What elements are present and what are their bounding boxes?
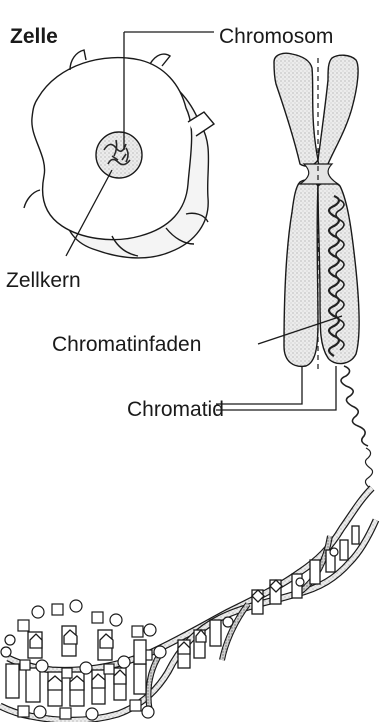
chromatid-right-lower [318, 182, 359, 364]
nucleus [96, 132, 142, 178]
chromatid-left-upper [274, 53, 318, 166]
cell-illustration [24, 32, 214, 258]
label-nucleus: Zellkern [6, 270, 81, 291]
label-chromatid: Chromatid [127, 399, 224, 420]
unwinding-fiber [341, 366, 373, 488]
label-chromosome: Chromosom [219, 26, 333, 47]
chromatid-bracket [216, 366, 302, 404]
dna-backbone-crossing [148, 536, 330, 712]
chromosome-illustration [216, 53, 359, 410]
centromere [300, 164, 338, 184]
label-chromatin-fiber: Chromatinfaden [52, 334, 201, 355]
cell-projection [24, 190, 40, 208]
dna-double-helix [0, 488, 376, 720]
label-cell: Zelle [10, 26, 58, 47]
chromatid-right-upper [318, 55, 358, 166]
chromatid-left-lower [284, 180, 318, 366]
